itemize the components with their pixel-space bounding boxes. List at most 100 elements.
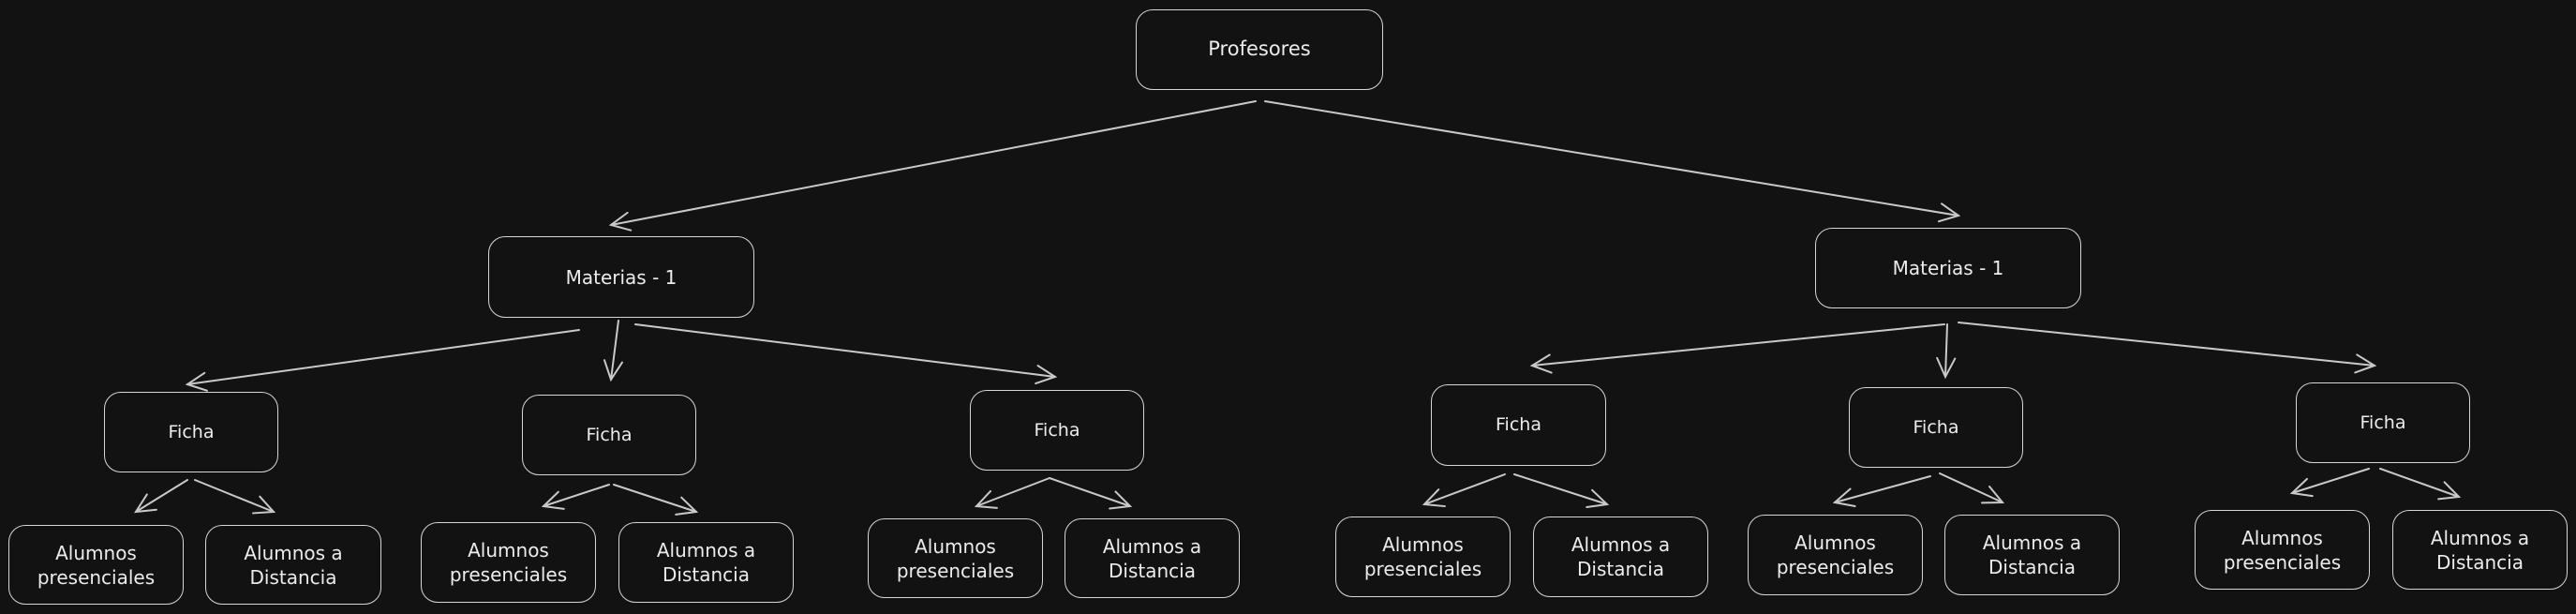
arrowhead xyxy=(2437,481,2462,501)
connector-arrow xyxy=(1832,475,1931,507)
connector-line xyxy=(2379,468,2460,498)
arrowhead xyxy=(1937,202,1961,223)
ficha-node: Ficha xyxy=(1431,384,1606,466)
connector-arrow xyxy=(2289,468,2370,498)
alumnos-label: Alumnos presenciales xyxy=(896,534,1015,582)
connector-line xyxy=(543,484,610,507)
connector-arrow xyxy=(603,320,623,382)
connector-line xyxy=(610,320,619,381)
alumnos-presenciales-node: Alumnos presenciales xyxy=(1335,517,1511,597)
connector-line xyxy=(1264,100,1959,217)
arrowhead xyxy=(252,495,276,515)
ficha-label: Ficha xyxy=(168,421,215,442)
connector-arrow xyxy=(1529,323,1945,374)
alumnos-label: Alumnos presenciales xyxy=(1363,533,1482,580)
connector-arrow xyxy=(1936,323,1957,380)
connector-line xyxy=(1531,323,1945,367)
alumnos-label: Alumnos a Distancia xyxy=(2430,526,2530,574)
alumnos-label: Alumnos presenciales xyxy=(2223,526,2342,574)
connector-line xyxy=(1049,477,1131,507)
materia-label: Materias - 1 xyxy=(1892,257,2004,279)
ficha-node: Ficha xyxy=(970,390,1144,471)
arrowhead xyxy=(675,496,699,516)
alumnos-presenciales-node: Alumnos presenciales xyxy=(8,525,184,605)
connector-line xyxy=(975,477,1050,507)
connector-arrow xyxy=(1264,100,1961,223)
arrowhead xyxy=(1529,353,1553,374)
materia-node-left: Materias - 1 xyxy=(488,236,754,318)
connector-arrow xyxy=(1513,473,1610,509)
connector-arrow xyxy=(613,484,699,516)
arrowhead xyxy=(1981,485,2005,504)
ficha-node: Ficha xyxy=(522,395,696,475)
connector-line xyxy=(613,484,697,513)
alumnos-distancia-node: Alumnos a Distancia xyxy=(1065,518,1240,598)
connector-arrow xyxy=(608,100,1257,232)
connector-line xyxy=(1423,473,1506,505)
ficha-label: Ficha xyxy=(1913,416,1959,438)
alumnos-label: Alumnos a Distancia xyxy=(656,539,756,586)
connector-arrow xyxy=(185,329,580,392)
connector-arrow xyxy=(134,479,188,514)
alumnos-label: Alumnos a Distancia xyxy=(1102,534,1202,582)
ficha-label: Ficha xyxy=(1496,414,1541,436)
alumnos-label: Alumnos a Distancia xyxy=(244,541,343,589)
ficha-label: Ficha xyxy=(586,424,633,445)
alumnos-label: Alumnos a Distancia xyxy=(1571,533,1671,580)
arrowhead xyxy=(134,493,157,514)
connector-line xyxy=(610,100,1257,226)
alumnos-label: Alumnos a Distancia xyxy=(1982,532,2082,578)
connector-line xyxy=(1944,323,1948,378)
connector-line xyxy=(1958,322,2375,367)
arrowhead xyxy=(541,490,565,510)
connector-arrow xyxy=(1958,322,2377,374)
alumnos-presenciales-node: Alumnos presenciales xyxy=(2195,510,2370,590)
connector-arrow xyxy=(974,477,1050,509)
connector-line xyxy=(186,329,580,385)
alumnos-label: Alumnos presenciales xyxy=(449,539,568,586)
alumnos-distancia-node: Alumnos a Distancia xyxy=(2392,510,2568,590)
connector-line xyxy=(1834,475,1931,503)
arrowhead xyxy=(1586,488,1610,509)
alumnos-distancia-node: Alumnos a Distancia xyxy=(1944,515,2120,595)
ficha-label: Ficha xyxy=(2360,412,2406,433)
arrowhead xyxy=(2354,353,2377,374)
materia-label: Materias - 1 xyxy=(565,265,678,289)
connector-line xyxy=(194,479,275,513)
connector-arrow xyxy=(1939,472,2005,504)
connector-arrow xyxy=(2379,468,2462,501)
root-node-profesores: Profesores xyxy=(1136,9,1383,90)
alumnos-distancia-node: Alumnos a Distancia xyxy=(618,522,794,603)
ficha-node: Ficha xyxy=(1849,387,2023,468)
arrowhead xyxy=(603,359,623,382)
ficha-node: Ficha xyxy=(2296,382,2470,463)
connector-arrow xyxy=(194,479,276,515)
materia-node-right: Materias - 1 xyxy=(1815,228,2081,308)
alumnos-distancia-node: Alumnos a Distancia xyxy=(1533,517,1708,597)
arrowhead xyxy=(1109,490,1133,510)
alumnos-presenciales-node: Alumnos presenciales xyxy=(1748,515,1923,595)
ficha-node: Ficha xyxy=(104,392,278,472)
connector-arrow xyxy=(634,323,1058,385)
arrowhead xyxy=(1422,488,1446,508)
connector-arrow xyxy=(541,484,610,510)
alumnos-presenciales-node: Alumnos presenciales xyxy=(868,518,1043,598)
arrowhead xyxy=(185,371,208,392)
arrowhead xyxy=(1035,365,1058,385)
connector-arrow xyxy=(1049,477,1133,510)
alumnos-distancia-node: Alumnos a Distancia xyxy=(205,525,381,605)
connector-line xyxy=(1513,473,1608,505)
connector-line xyxy=(135,479,188,513)
alumnos-presenciales-node: Alumnos presenciales xyxy=(421,522,596,603)
root-label: Profesores xyxy=(1208,37,1311,61)
arrowhead xyxy=(608,211,633,232)
arrowhead xyxy=(1832,487,1856,507)
ficha-label: Ficha xyxy=(1034,419,1080,441)
arrowhead xyxy=(974,489,998,509)
alumnos-label: Alumnos presenciales xyxy=(1776,532,1895,578)
connector-line xyxy=(2291,468,2370,494)
connector-line xyxy=(1939,472,2003,503)
connector-arrow xyxy=(1422,473,1506,508)
